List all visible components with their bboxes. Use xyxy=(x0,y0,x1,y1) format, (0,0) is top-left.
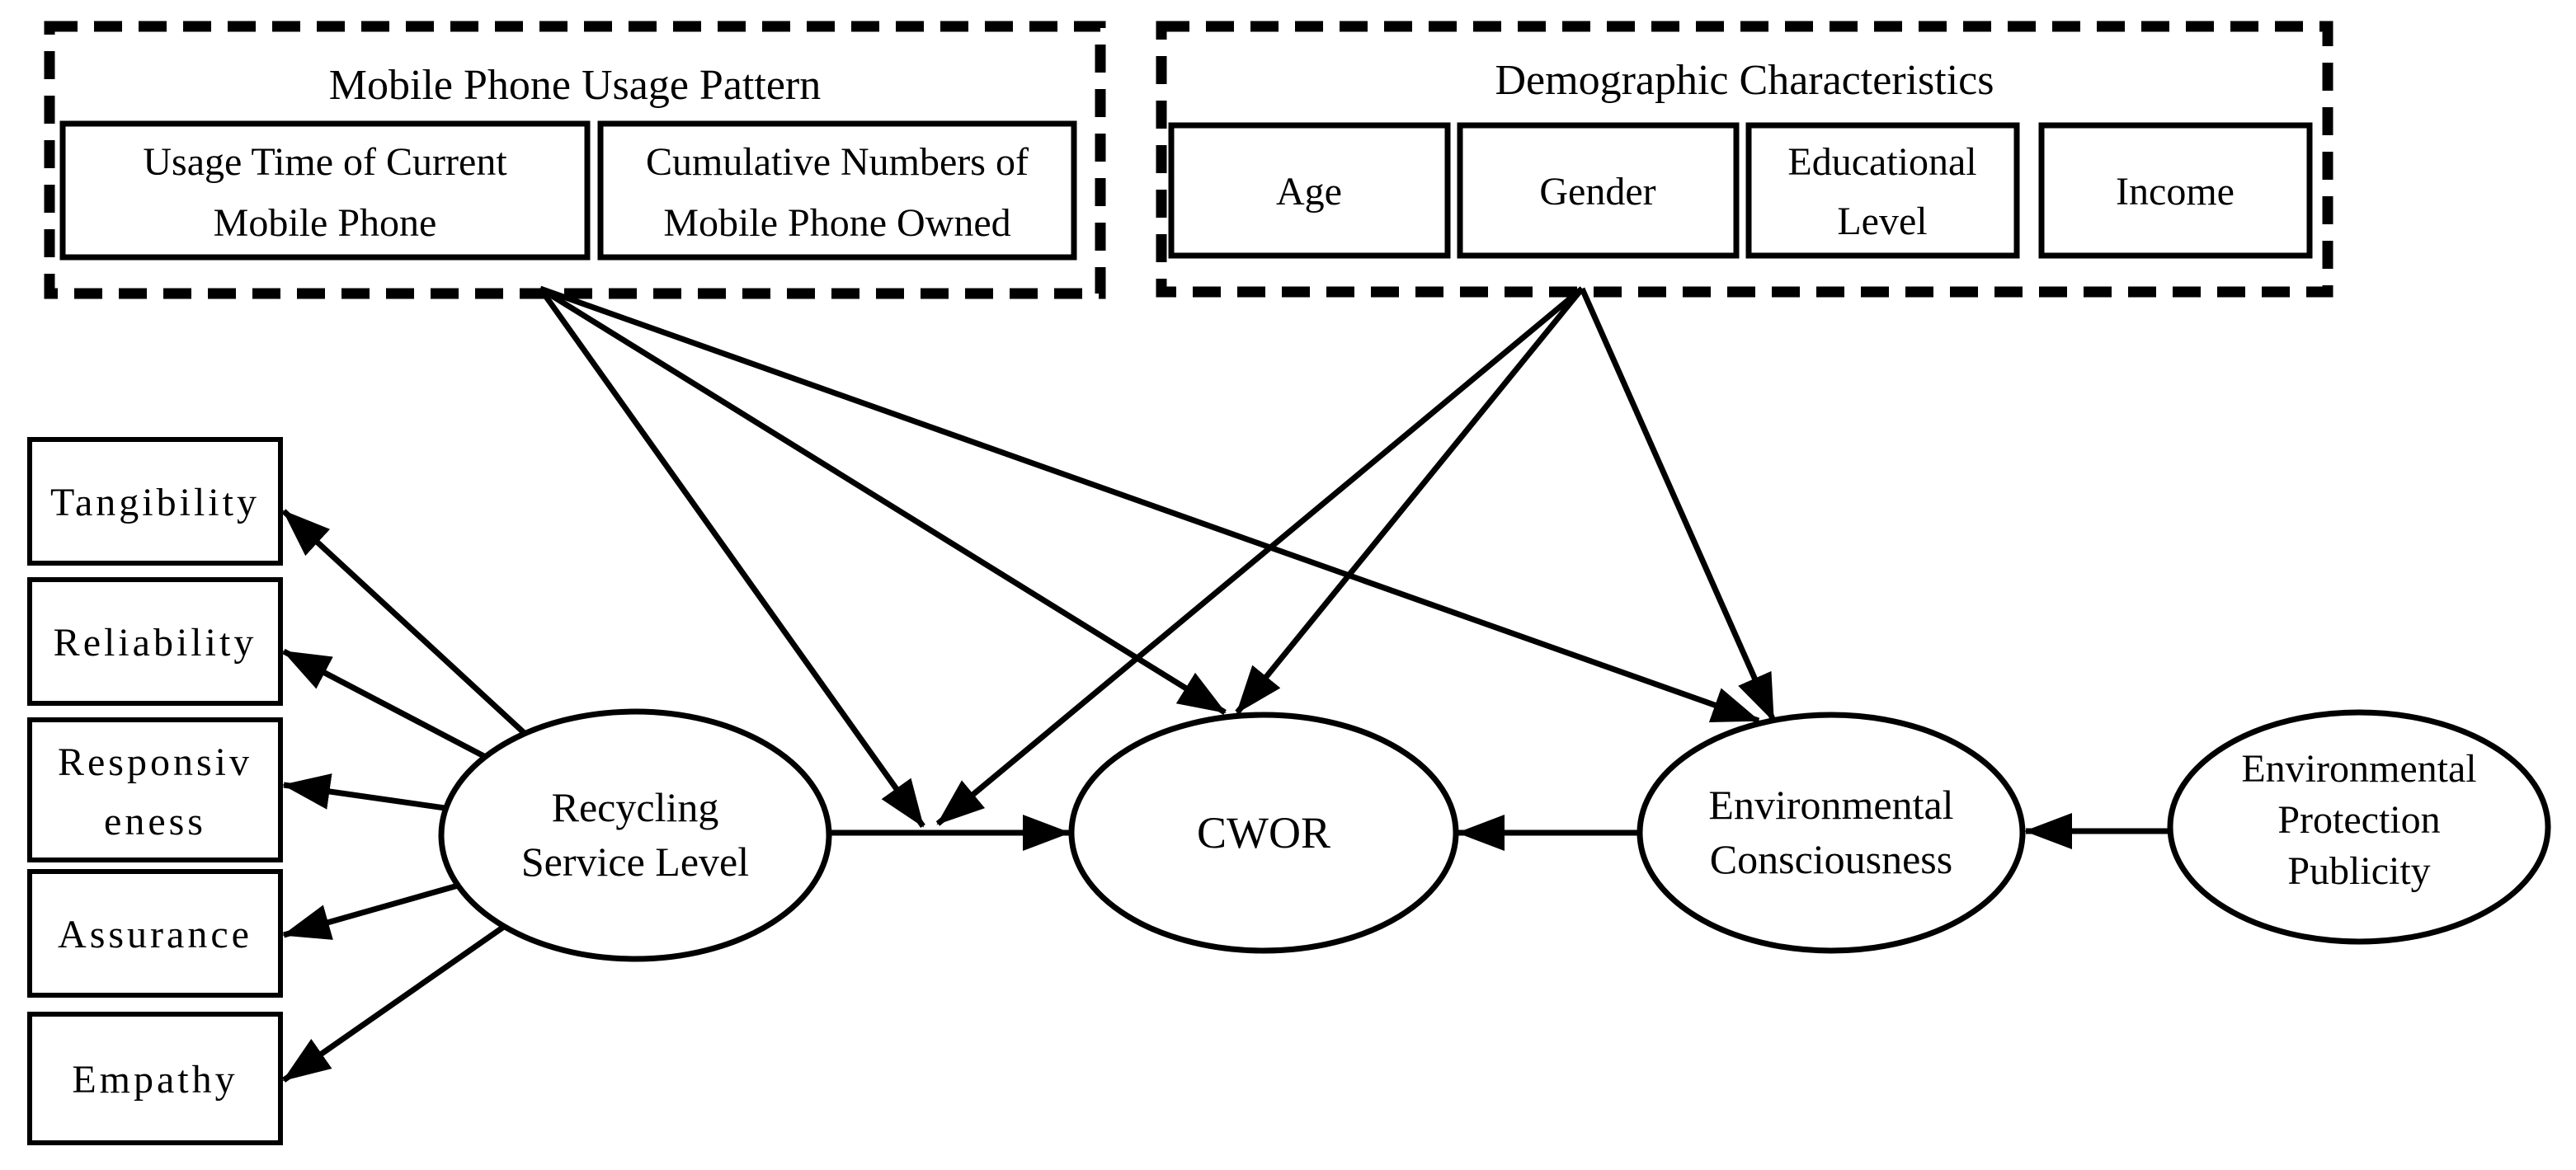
educational-level-box xyxy=(1745,122,2020,259)
environmental-consciousness-ellipse xyxy=(1636,712,2026,954)
reliability-label: Reliability xyxy=(54,621,257,665)
usage-time-box xyxy=(59,120,591,261)
ec-label-line1: Environmental xyxy=(1708,782,1953,828)
tangibility-box xyxy=(27,437,283,566)
arrow-usage-to-rsl-cwor-link xyxy=(538,286,925,829)
arrow-usage-to-ec xyxy=(539,285,1760,724)
gender-box xyxy=(1457,122,1740,259)
cwor-label: CWOR xyxy=(1197,808,1330,858)
demographic-title: Demographic Characteristics xyxy=(1495,57,1994,104)
rsl-label-line1: Recycling xyxy=(552,784,719,830)
income-box xyxy=(2038,122,2313,259)
mobile-usage-group: Mobile Phone Usage Pattern Usage Time of… xyxy=(44,21,1106,299)
epp-label-line3: Publicity xyxy=(2287,849,2430,893)
recycling-service-level-ellipse xyxy=(438,708,832,962)
ec-label-line2: Consciousness xyxy=(1710,836,1952,882)
cumulative-numbers-label-line2: Mobile Phone Owned xyxy=(663,201,1010,245)
usage-time-label-line1: Usage Time of Current xyxy=(143,140,507,184)
arrow-demo-to-ec xyxy=(1579,287,1777,722)
cwor-ellipse xyxy=(1068,712,1459,954)
epp-label-line2: Protection xyxy=(2277,798,2440,842)
age-box xyxy=(1168,122,1451,259)
empathy-box xyxy=(27,1012,283,1145)
educational-level-label-line1: Educational xyxy=(1787,140,1976,184)
epp-label-line1: Environmental xyxy=(2241,747,2476,791)
educational-level-label-line2: Level xyxy=(1837,200,1927,243)
responsiveness-label-line1: Responsiv xyxy=(58,740,252,784)
construct-ellipses: Recycling Service Level CWOR Environment… xyxy=(438,708,2551,962)
cumulative-numbers-label-line1: Cumulative Numbers of xyxy=(646,140,1029,184)
tangibility-label: Tangibility xyxy=(50,481,260,524)
service-indicator-boxes: Tangibility Reliability Responsiv eness … xyxy=(27,437,283,1145)
rsl-label-line2: Service Level xyxy=(521,839,749,885)
assurance-label: Assurance xyxy=(58,913,252,956)
arrow-demo-to-rsl-cwor-link xyxy=(935,286,1585,826)
cumulative-numbers-box xyxy=(597,120,1077,261)
assurance-box xyxy=(27,869,283,998)
reliability-box xyxy=(27,577,283,706)
gender-label: Gender xyxy=(1539,170,1655,214)
responsiveness-label-line2: eness xyxy=(104,800,206,843)
usage-time-label-line2: Mobile Phone xyxy=(214,201,437,245)
income-label: Income xyxy=(2116,170,2235,214)
arrow-usage-to-cwor xyxy=(539,286,1227,715)
mobile-usage-title: Mobile Phone Usage Pattern xyxy=(329,62,821,109)
arrow-demo-to-cwor xyxy=(1235,286,1585,715)
responsiveness-box xyxy=(27,717,283,862)
empathy-label: Empathy xyxy=(72,1058,238,1102)
environmental-protection-publicity-ellipse xyxy=(2167,709,2551,945)
age-label: Age xyxy=(1276,170,1342,214)
connectors xyxy=(281,285,2173,1083)
demographic-group: Demographic Characteristics Age Gender E… xyxy=(1156,21,2333,298)
